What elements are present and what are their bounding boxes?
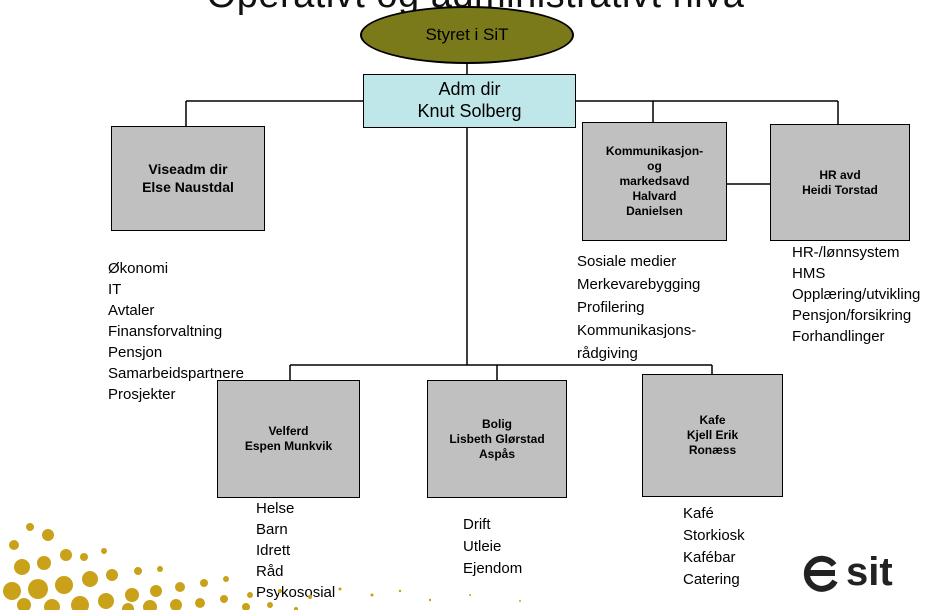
list-item: Merkevarebygging — [577, 276, 701, 293]
list-item: Utleie — [463, 538, 502, 555]
bolig-responsibilities: Drift Utleie Ejendom — [463, 514, 522, 580]
list-item: IT — [108, 281, 122, 298]
kafe-node: Kafe Kjell Erik Ronæss — [642, 374, 783, 497]
kommunikasjon-responsibilities: Sosiale medier Merkevarebygging Profiler… — [577, 250, 700, 365]
bolig-name-1: Lisbeth Glørstad — [449, 431, 545, 446]
list-item: HR-/lønnsystem — [792, 244, 900, 261]
list-item: Barn — [256, 521, 288, 538]
list-item: Opplæring/utvikling — [792, 286, 921, 303]
hr-responsibilities: HR-/lønnsystem HMS Opplæring/utvikling P… — [792, 242, 920, 347]
list-item: Idrett — [256, 542, 291, 559]
decorative-dots — [3, 523, 521, 610]
list-item: rådgiving — [577, 345, 638, 362]
adm-dir-title: Adm dir — [438, 79, 501, 100]
list-item: Avtaler — [108, 302, 155, 319]
list-item: Forhandlinger — [792, 328, 885, 345]
bolig-title: Bolig — [482, 416, 512, 431]
list-item: Psykososial — [256, 584, 336, 601]
list-item: Drift — [463, 516, 491, 533]
list-item: Prosjekter — [108, 386, 176, 403]
kafe-title: Kafe — [699, 413, 726, 427]
kafe-name-2: Ronæss — [688, 443, 737, 457]
viseadm-node: Viseadm dir Else Naustdal — [111, 126, 265, 231]
list-item: Pensjon — [108, 344, 163, 361]
list-item: Råd — [256, 563, 284, 580]
velferd-responsibilities: Helse Barn Idrett Råd Psykososial — [256, 498, 335, 603]
list-item: Kommunikasjons- — [577, 322, 697, 339]
sit-logo-text: sit — [846, 550, 893, 594]
kafe-responsibilities: Kafé Storkiosk Kafébar Catering — [683, 503, 745, 591]
kommunikasjon-node: Kommunikasjon- og markedsavd Halvard Dan… — [582, 122, 727, 241]
viseadm-responsibilities: Økonomi IT Avtaler Finansforvaltning Pen… — [108, 258, 244, 405]
list-item: Storkiosk — [683, 527, 745, 544]
velferd-title: Velferd — [268, 424, 309, 438]
sit-logo: sit — [800, 550, 893, 595]
list-item: Ejendom — [463, 560, 523, 577]
kommunikasjon-line4: Halvard — [632, 189, 677, 203]
viseadm-title: Viseadm dir — [148, 161, 228, 177]
hr-node: HR avd Heidi Torstad — [770, 124, 910, 241]
list-item: Profilering — [577, 299, 645, 316]
list-item: Økonomi — [108, 260, 169, 277]
list-item: Helse — [256, 500, 295, 517]
list-item: Pensjon/forsikring — [792, 307, 912, 324]
list-item: Kafébar — [683, 549, 736, 566]
bolig-name-2: Aspås — [478, 446, 516, 461]
velferd-node: Velferd Espen Munkvik — [217, 380, 360, 498]
list-item: Catering — [683, 571, 740, 588]
kommunikasjon-line2: og — [647, 159, 662, 173]
adm-dir-name: Knut Solberg — [417, 101, 522, 121]
hr-name: Heidi Torstad — [802, 182, 878, 197]
viseadm-name: Else Naustdal — [142, 178, 234, 195]
kommunikasjon-line1: Kommunikasjon- — [605, 144, 704, 158]
list-item: Samarbeidspartnere — [108, 365, 244, 382]
hr-title: HR avd — [819, 167, 861, 182]
list-item: Kafé — [683, 505, 714, 522]
sit-logo-icon — [803, 555, 838, 592]
list-item: HMS — [792, 265, 826, 282]
kommunikasjon-line5: Danielsen — [626, 204, 683, 218]
adm-dir-node: Adm dir Knut Solberg — [363, 74, 576, 128]
list-item: Finansforvaltning — [108, 323, 223, 340]
kommunikasjon-line3: markedsavd — [619, 174, 690, 188]
velferd-name: Espen Munkvik — [244, 439, 333, 453]
kafe-name-1: Kjell Erik — [686, 428, 739, 442]
bolig-node: Bolig Lisbeth Glørstad Aspås — [427, 380, 567, 498]
list-item: Sosiale medier — [577, 253, 677, 270]
board-node: Styret i SiT — [360, 6, 574, 64]
